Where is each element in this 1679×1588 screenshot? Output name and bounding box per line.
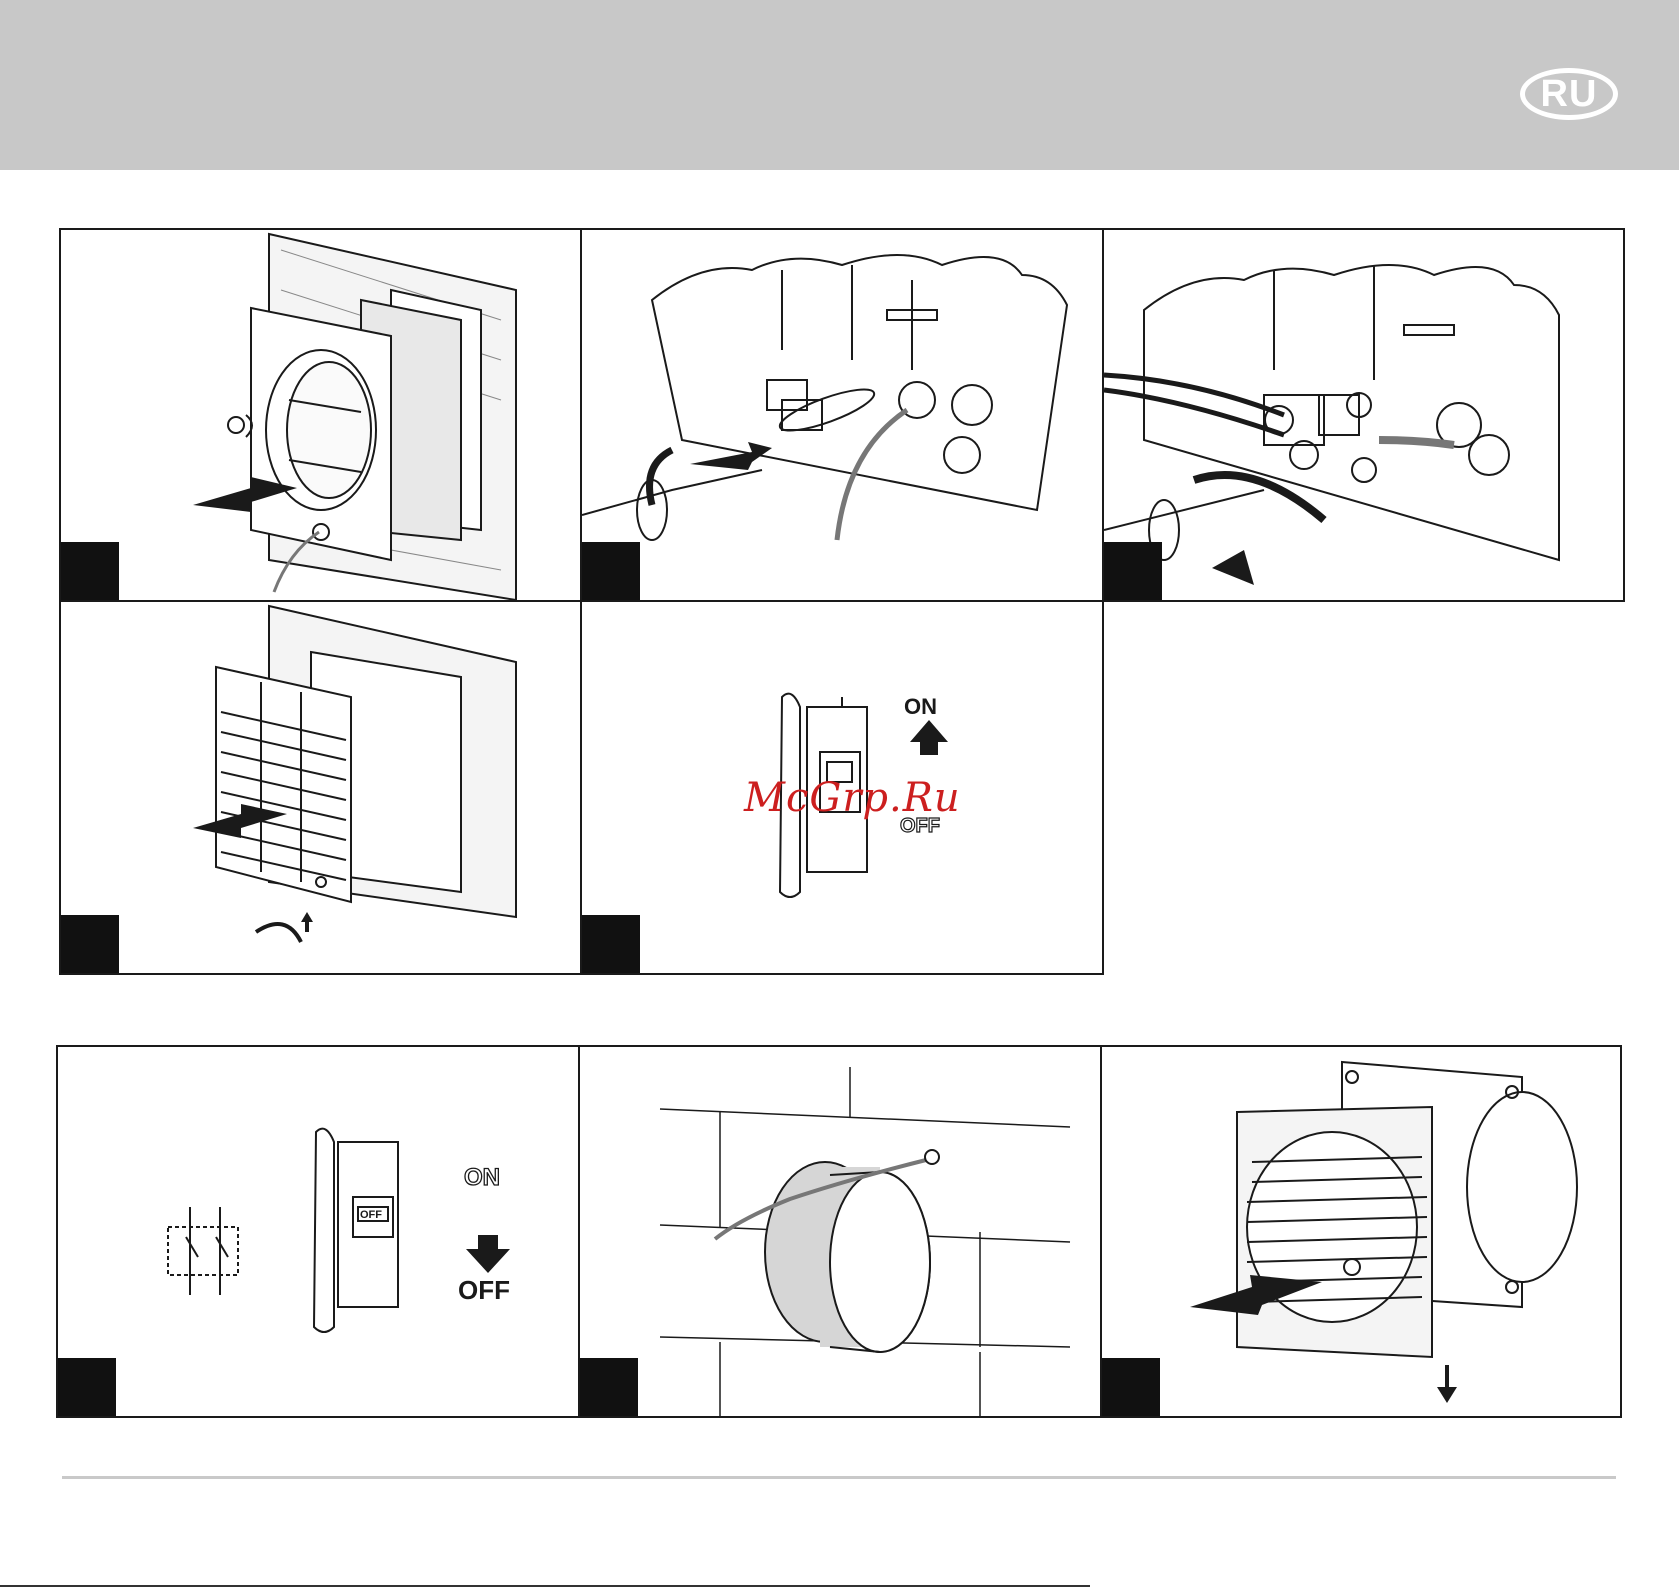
panel-attach-grille [59, 600, 582, 975]
step-number-box [61, 915, 119, 973]
panel-remove-clamp [580, 228, 1104, 602]
step-number-box [582, 915, 640, 973]
steps-grid-bottom: OFF ON OFF [56, 1045, 1622, 1418]
illustration-mount-fan [61, 230, 582, 602]
step-number-box [582, 542, 640, 600]
step-number-box [61, 542, 119, 600]
panel-power-off: OFF ON OFF [56, 1045, 580, 1418]
illustration-attach-grille [61, 602, 582, 975]
illustration-connect-wires [1104, 230, 1625, 602]
bottom-rule [0, 1585, 1090, 1587]
breaker-on-label: ON [904, 694, 937, 719]
steps-grid-top: ON OFF [59, 228, 1625, 975]
step-number-box [580, 1358, 638, 1416]
watermark: McGrp.Ru [744, 775, 961, 821]
header-band: RU [0, 0, 1679, 170]
panel-wall-opening [578, 1045, 1102, 1418]
step-number-box [1102, 1358, 1160, 1416]
step-number-box [1104, 542, 1162, 600]
illustration-power-off: OFF ON OFF [58, 1047, 580, 1418]
illustration-remove-cover [1102, 1047, 1622, 1418]
panel-remove-cover [1100, 1045, 1622, 1418]
panel-connect-wires [1102, 228, 1625, 602]
footer-rule [62, 1476, 1616, 1479]
switch-off-text: OFF [458, 1275, 510, 1305]
switch-off-label: OFF [360, 1209, 382, 1221]
step-number-box [58, 1358, 116, 1416]
illustration-wall-opening [580, 1047, 1102, 1418]
switch-on-text: ON [464, 1164, 500, 1191]
panel-mount-fan [59, 228, 582, 602]
illustration-remove-clamp [582, 230, 1104, 602]
language-badge: RU [1520, 68, 1618, 120]
